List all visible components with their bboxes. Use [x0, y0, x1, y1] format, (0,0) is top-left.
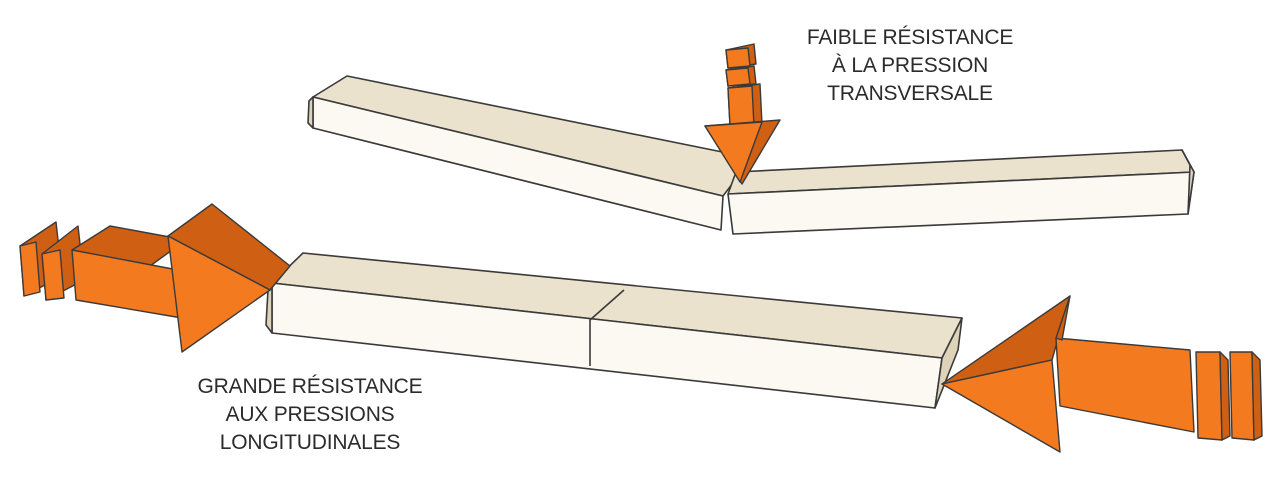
caption-line: TRANSVERSALE	[827, 82, 993, 105]
broken-beam-right-segment	[727, 149, 1195, 235]
transverse-pressure-arrow	[704, 43, 781, 185]
broken-beam-left-segment	[307, 75, 753, 231]
caption-line: LONGITUDINALES	[219, 431, 401, 454]
caption-line: AUX PRESSIONS	[225, 403, 395, 426]
left-longitudinal-arrow	[19, 203, 291, 353]
broken-beam	[307, 75, 1195, 235]
intact-beam	[265, 252, 963, 409]
transverse-resistance-caption: FAIBLE RÉSISTANCE À LA PRESSION TRANSVER…	[790, 24, 1030, 108]
caption-line: FAIBLE RÉSISTANCE	[806, 26, 1014, 49]
longitudinal-resistance-caption: GRANDE RÉSISTANCE AUX PRESSIONS LONGITUD…	[160, 373, 460, 457]
right-longitudinal-arrow	[941, 295, 1263, 453]
caption-line: GRANDE RÉSISTANCE	[197, 375, 423, 398]
caption-line: À LA PRESSION	[831, 54, 989, 77]
